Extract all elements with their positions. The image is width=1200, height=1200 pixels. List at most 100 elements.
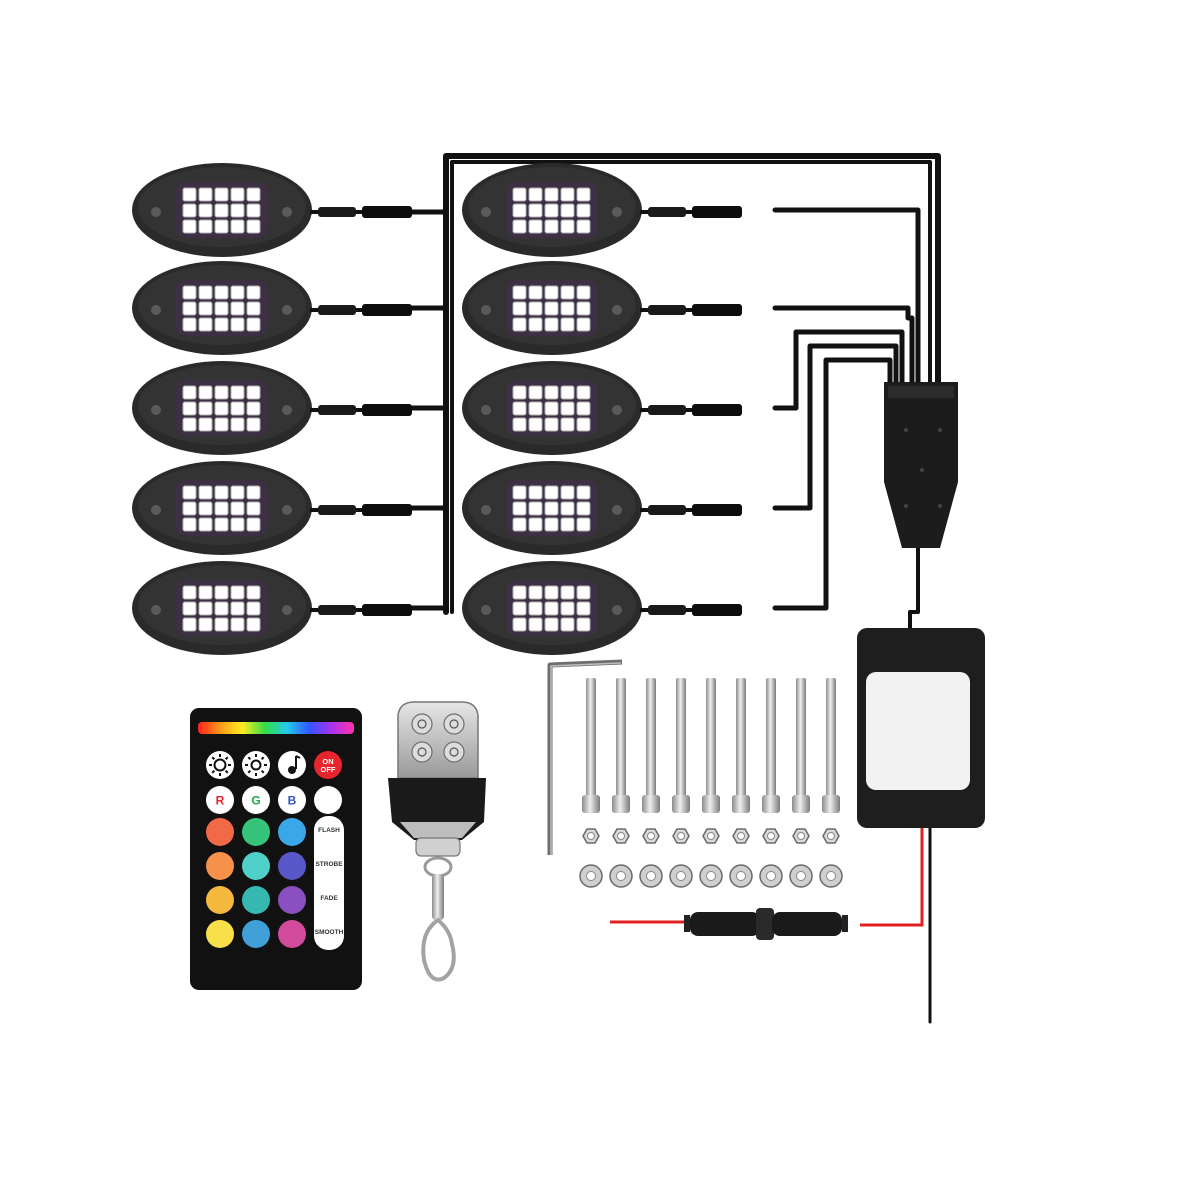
led-cell xyxy=(230,203,245,218)
led-cell xyxy=(214,517,229,532)
led-cell xyxy=(182,285,197,300)
led-cell xyxy=(198,601,213,616)
led-cell xyxy=(182,601,197,616)
nut-hole xyxy=(827,832,835,840)
screw-shaft xyxy=(736,678,746,796)
washer-hole xyxy=(616,871,626,881)
washer-hole xyxy=(676,871,686,881)
led-cell xyxy=(230,301,245,316)
nut-hole xyxy=(737,832,745,840)
led-cell xyxy=(512,285,527,300)
screw-shaft xyxy=(766,678,776,796)
plug-connector xyxy=(362,206,412,218)
led-cell xyxy=(246,301,261,316)
led-cell xyxy=(544,385,559,400)
led-cell xyxy=(576,485,591,500)
plug-connector xyxy=(362,504,412,516)
led-cell xyxy=(246,501,261,516)
nut-hole xyxy=(587,832,595,840)
wire xyxy=(443,153,941,615)
led-cell xyxy=(544,285,559,300)
rock-light-pod xyxy=(462,461,742,555)
light-icon xyxy=(411,741,433,763)
rock-light-pod xyxy=(462,361,742,455)
screw-head xyxy=(732,795,750,813)
remote-button-label-line: OFF xyxy=(321,765,336,774)
led-cell xyxy=(198,501,213,516)
led-cell xyxy=(230,219,245,234)
rock-light-pod xyxy=(132,461,412,555)
led-cell xyxy=(544,301,559,316)
led-cell xyxy=(230,601,245,616)
led-cell xyxy=(528,485,543,500)
washer-hole xyxy=(766,871,776,881)
rock-light-pod xyxy=(462,163,742,257)
screw-shaft xyxy=(796,678,806,796)
sun-ray xyxy=(247,756,252,761)
led-cell xyxy=(198,219,213,234)
led-cell xyxy=(560,203,575,218)
screw-shaft xyxy=(706,678,716,796)
led-cell xyxy=(560,301,575,316)
led-cell xyxy=(512,485,527,500)
screw-head xyxy=(612,795,630,813)
sun-ray xyxy=(224,769,229,774)
led-cell xyxy=(246,285,261,300)
plug-connector xyxy=(692,206,742,218)
led-cell xyxy=(576,617,591,632)
splitter-top xyxy=(888,386,954,398)
led-cell xyxy=(576,187,591,202)
red-wire xyxy=(860,828,924,927)
led-cell xyxy=(544,501,559,516)
remote-text-button xyxy=(242,786,270,814)
wire xyxy=(450,160,932,614)
mount-hole xyxy=(481,605,491,615)
remote-color-button xyxy=(242,920,270,948)
remote-button-label-line: G xyxy=(251,794,260,808)
hex-key-highlight xyxy=(550,662,622,855)
screw-head xyxy=(702,795,720,813)
music-note-stem xyxy=(295,755,301,769)
mount-hole xyxy=(612,605,622,615)
led-cell xyxy=(528,187,543,202)
led-cell xyxy=(528,401,543,416)
led-cell xyxy=(214,285,229,300)
led-cell xyxy=(544,485,559,500)
lock-icon xyxy=(411,713,433,735)
remote-color-button xyxy=(242,818,270,846)
rock-light-pod xyxy=(132,163,412,257)
led-cell xyxy=(246,187,261,202)
mode-label: SMOOTH xyxy=(315,929,344,936)
rock-light-pod xyxy=(462,261,742,355)
plug-connector xyxy=(362,304,412,316)
fuse-half xyxy=(772,912,842,936)
led-cell xyxy=(246,385,261,400)
washer-hole xyxy=(736,871,746,881)
led-cell xyxy=(246,417,261,432)
plug-connector xyxy=(362,604,412,616)
led-cell xyxy=(528,203,543,218)
remote-button-label-line: R xyxy=(216,794,225,808)
mode-label: STROBE xyxy=(315,861,343,868)
mount-hole xyxy=(481,405,491,415)
led-cell xyxy=(246,517,261,532)
led-cell xyxy=(198,485,213,500)
led-cell xyxy=(182,301,197,316)
led-cell xyxy=(512,401,527,416)
pod-connector xyxy=(318,505,356,515)
pod-connector xyxy=(318,207,356,217)
led-cell xyxy=(528,617,543,632)
rainbow-strip xyxy=(198,722,354,734)
led-cell xyxy=(182,317,197,332)
led-cell xyxy=(182,187,197,202)
wire-harness xyxy=(377,153,941,1024)
led-cell xyxy=(182,585,197,600)
led-cell xyxy=(512,187,527,202)
remote-color-button xyxy=(278,852,306,880)
sun-ray xyxy=(260,756,265,761)
led-cell xyxy=(214,617,229,632)
plug-connector xyxy=(692,304,742,316)
led-cell xyxy=(214,301,229,316)
led-cell xyxy=(576,501,591,516)
led-cell xyxy=(576,585,591,600)
